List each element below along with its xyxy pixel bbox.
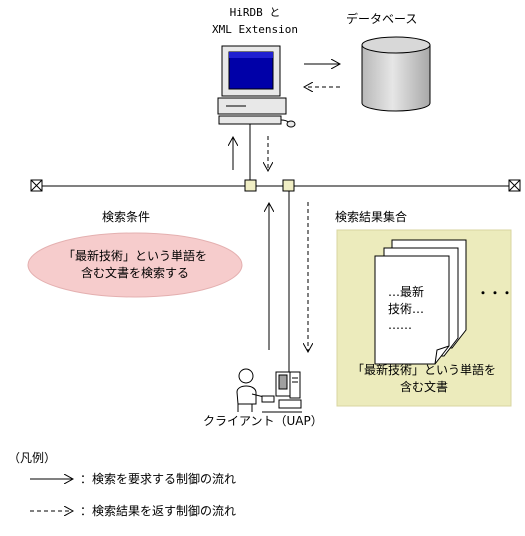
- database-label: データベース: [346, 12, 418, 26]
- legend-response-label: ：検索結果を返す制御の流れ: [80, 504, 237, 518]
- server-computer-icon: [217, 45, 296, 128]
- client-workstation-icon: [236, 368, 302, 413]
- legend-request-label: ：検索を要求する制御の流れ: [80, 472, 237, 486]
- result-caption-line2: 含む文書: [399, 380, 448, 394]
- search-condition-line2: 含む文書を検索する: [80, 266, 189, 280]
- result-set-title: 検索結果集合: [335, 210, 408, 224]
- result-caption-line1: 「最新技術」という単語を: [351, 363, 496, 377]
- document-text-line1: …最新: [388, 285, 425, 299]
- search-condition-title: 検索条件: [102, 210, 151, 224]
- network-terminator-left: [30, 179, 43, 192]
- search-condition-line1: 「最新技術」という単語を: [62, 249, 207, 263]
- network-terminator-right: [508, 179, 521, 192]
- server-label-line2: XML Extension: [211, 23, 299, 36]
- document-text-line3: ……: [388, 318, 412, 332]
- legend-title: （凡例）: [8, 451, 57, 465]
- document-stack-icon: [374, 239, 467, 365]
- more-documents-ellipsis: ・・・: [477, 286, 514, 300]
- document-text-line2: 技術…: [388, 302, 425, 316]
- client-label: クライアント（UAP）: [203, 414, 323, 428]
- server-label-line1: HiRDB と: [229, 6, 281, 19]
- database-icon: [361, 36, 431, 112]
- search-condition-ellipse: [27, 232, 243, 298]
- client-network-node: [282, 179, 295, 192]
- server-network-node: [244, 179, 257, 192]
